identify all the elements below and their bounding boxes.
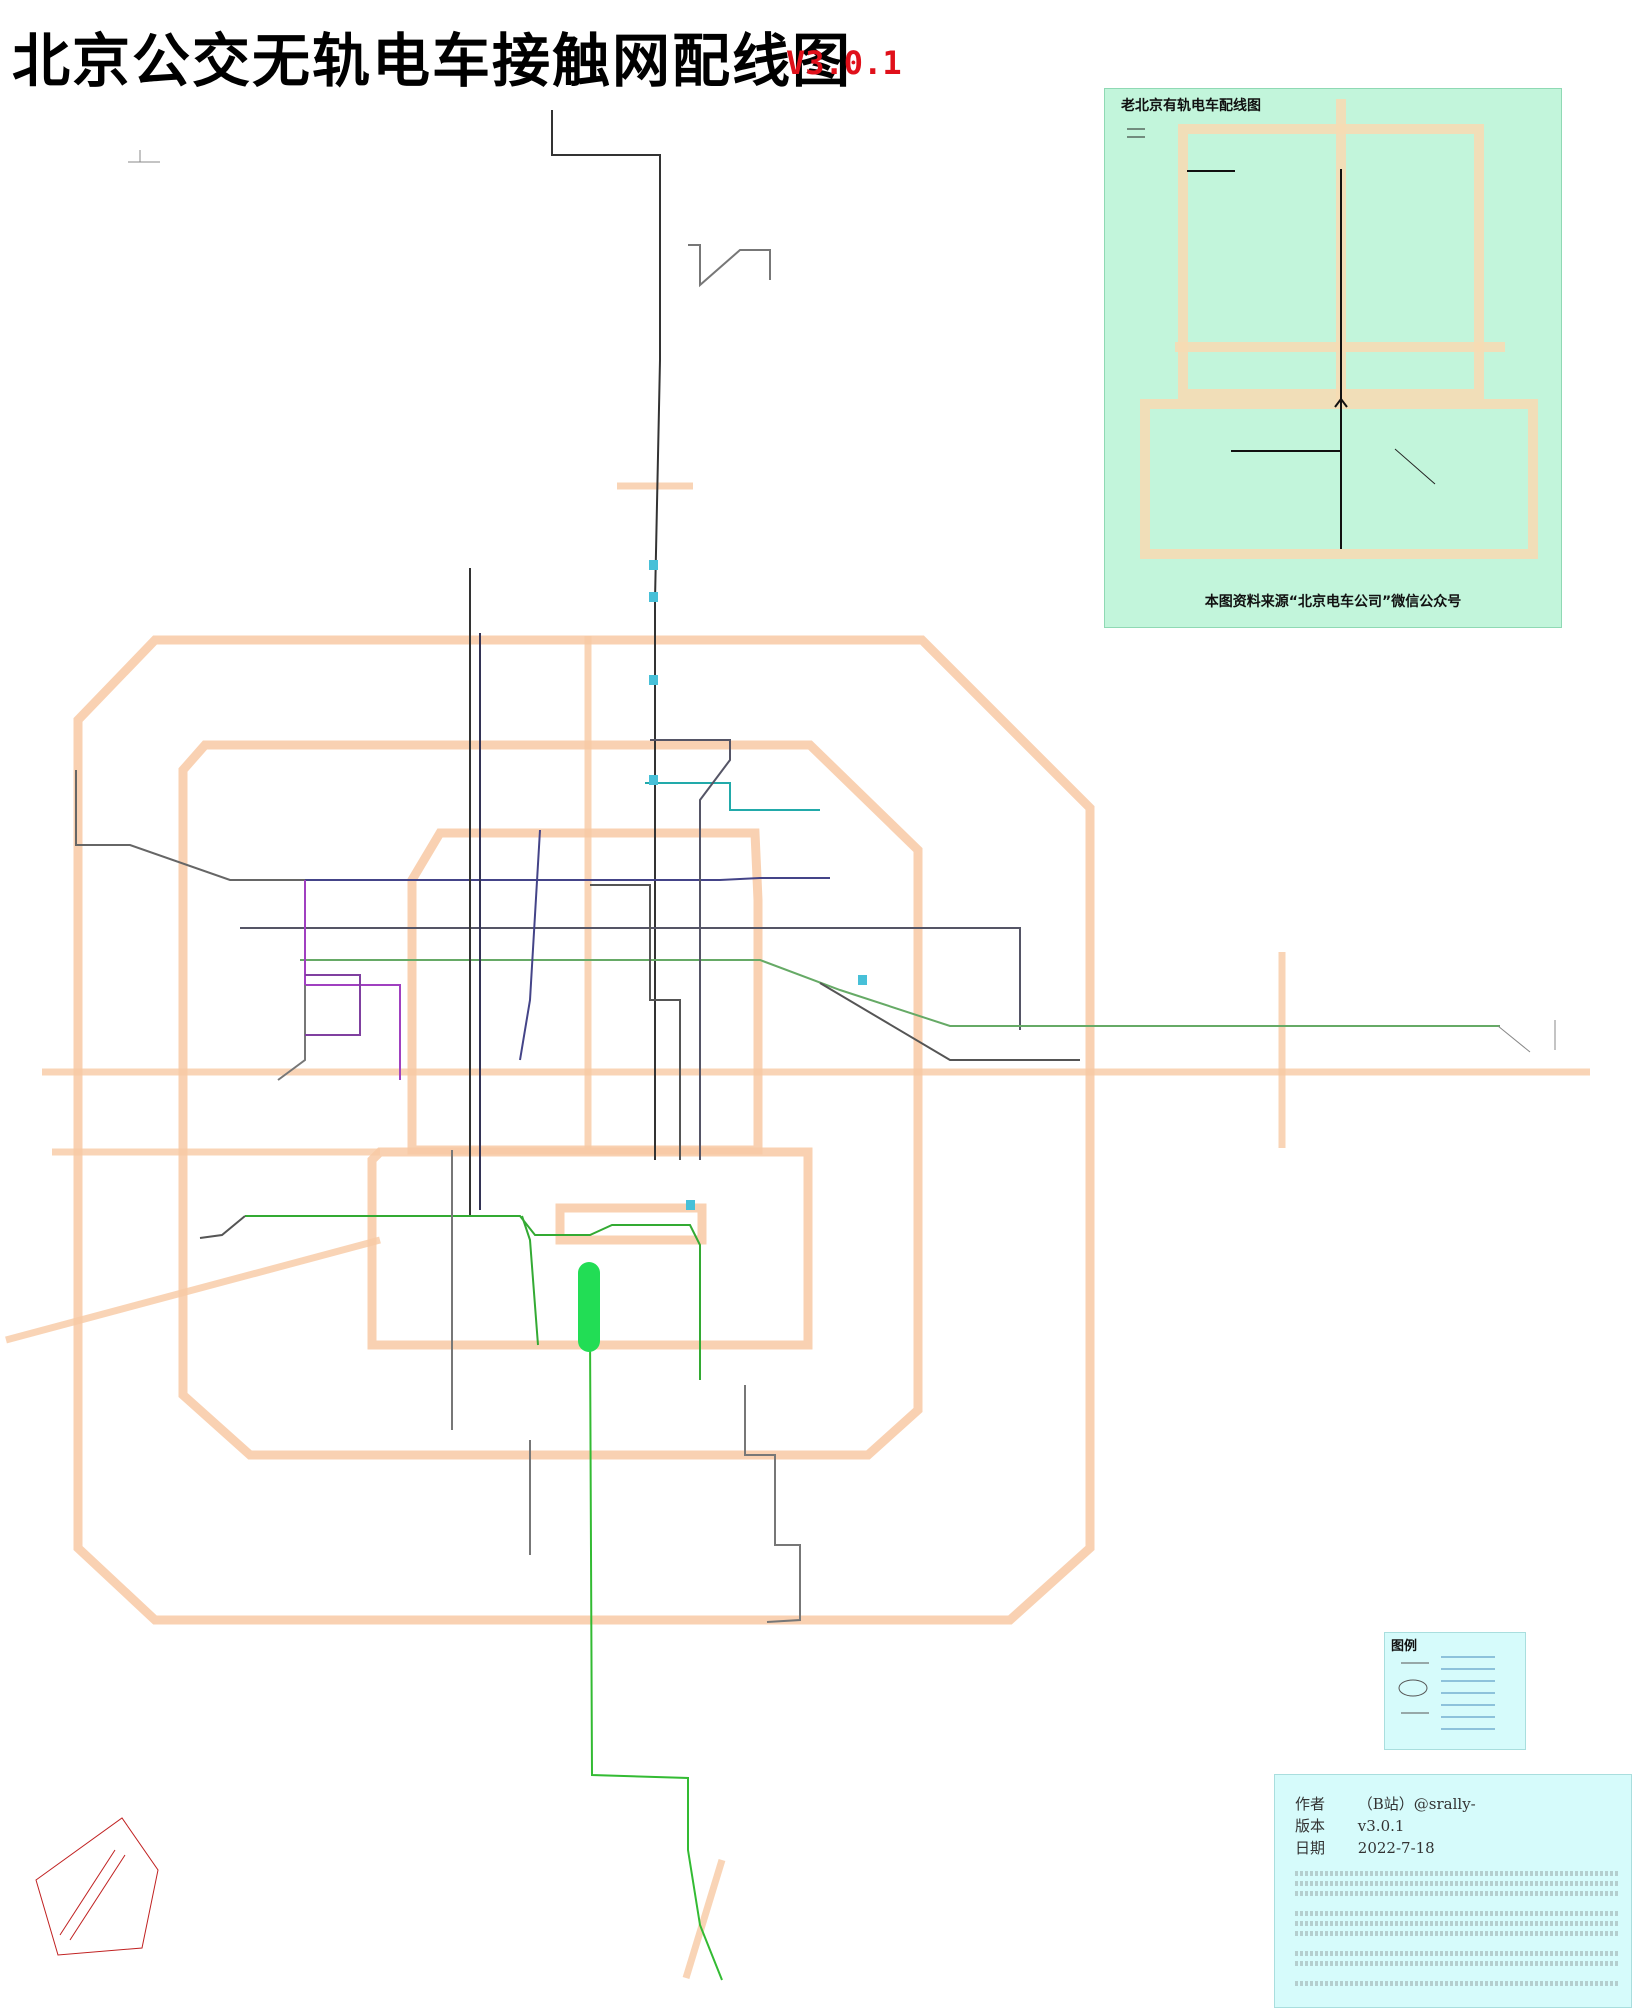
stations	[649, 560, 867, 1210]
station-marker	[649, 675, 658, 685]
trolley-lines	[75, 110, 1500, 1981]
trolley-line-west-box	[305, 974, 361, 1036]
inset-source-note: 本图资料来源“北京电车公司”微信公众号	[1204, 594, 1462, 610]
fine-print	[1295, 1871, 1619, 1876]
date-key: 日期	[1295, 1839, 1326, 1857]
trolley-line-north-trunk	[551, 110, 661, 1160]
author-key: 作者	[1295, 1795, 1326, 1813]
legend-panel: 图例	[1384, 1632, 1526, 1750]
trolley-line-east-diagonal	[819, 982, 1080, 1061]
page-title: 北京公交无轨电车接触网配线图	[12, 27, 853, 95]
fine-print	[1295, 1911, 1619, 1916]
author-row: 作者 （B站）@srally-	[1295, 1793, 1476, 1814]
fine-print	[1295, 1891, 1619, 1896]
green-depot	[578, 1262, 600, 1352]
line-ticks	[128, 150, 1556, 1053]
depot-outline	[35, 1817, 159, 1956]
author-value: （B站）@srally-	[1357, 1795, 1476, 1813]
ring-road-5th	[178, 740, 923, 1460]
fine-print	[1295, 1961, 1619, 1966]
trolley-line-west-south	[277, 985, 306, 1081]
depot-sketch	[35, 1817, 159, 1956]
station-marker	[649, 560, 658, 570]
version-key: 版本	[1295, 1817, 1326, 1835]
trolley-line-south-4	[744, 1385, 801, 1623]
depot-track	[69, 1854, 126, 1941]
station-marker	[649, 775, 658, 785]
trolley-line-sw-2	[199, 1215, 246, 1239]
axis-road-southwest	[5, 1236, 381, 1344]
trolley-line-center-west	[519, 829, 541, 1061]
ring-road-6th	[73, 635, 1095, 1625]
trolley-line-east-west-1	[240, 927, 1021, 1030]
axis-road-south-spur	[682, 1858, 726, 1980]
trolley-line-center-ring	[590, 884, 681, 1160]
inset-map	[1127, 99, 1538, 559]
trolley-line-south-1	[521, 1215, 539, 1346]
version-value: v3.0.1	[1357, 1817, 1405, 1835]
trolley-line-south-trunk	[589, 1329, 723, 1981]
fine-print	[1295, 1981, 1619, 1986]
old-tram-inset-panel: 老北京有轨电车配线图 本图资料来源“北京电车公司”微信公众号	[1104, 88, 1562, 628]
legend-title: 图例	[1391, 1639, 1418, 1654]
version-row: 版本 v3.0.1	[1295, 1815, 1404, 1836]
trolley-line-north-branch	[688, 244, 771, 288]
trolley-line-west-diagonal	[75, 770, 305, 881]
ring-road-2nd	[555, 1203, 707, 1245]
info-panel: 作者 （B站）@srally- 版本 v3.0.1 日期 2022-7-18	[1274, 1774, 1632, 2008]
trolley-line-center-loop	[645, 782, 820, 811]
depot-shape	[578, 1262, 600, 1352]
depot-track	[59, 1849, 116, 1936]
fine-print	[1295, 1881, 1619, 1886]
station-marker	[686, 1200, 695, 1210]
station-marker	[858, 975, 867, 985]
legend-symbols	[1398, 1656, 1495, 1730]
ring-roads	[73, 635, 1095, 1625]
inset-title: 老北京有轨电车配线图	[1121, 98, 1261, 114]
fine-print	[1295, 1931, 1619, 1936]
trolley-line-west-loop	[304, 880, 401, 1080]
date-value: 2022-7-18	[1357, 1839, 1435, 1857]
date-row: 日期 2022-7-18	[1295, 1837, 1435, 1858]
fine-print	[1295, 1921, 1619, 1926]
trolley-line-east-west-3	[305, 877, 830, 881]
trolley-line-center-east	[650, 739, 731, 1160]
axis-roads	[5, 482, 1590, 1980]
fine-print	[1295, 1951, 1619, 1956]
version-label: V3.0.1	[786, 44, 902, 82]
trolley-line-east-west-2	[300, 959, 1500, 1027]
station-marker	[649, 592, 658, 602]
